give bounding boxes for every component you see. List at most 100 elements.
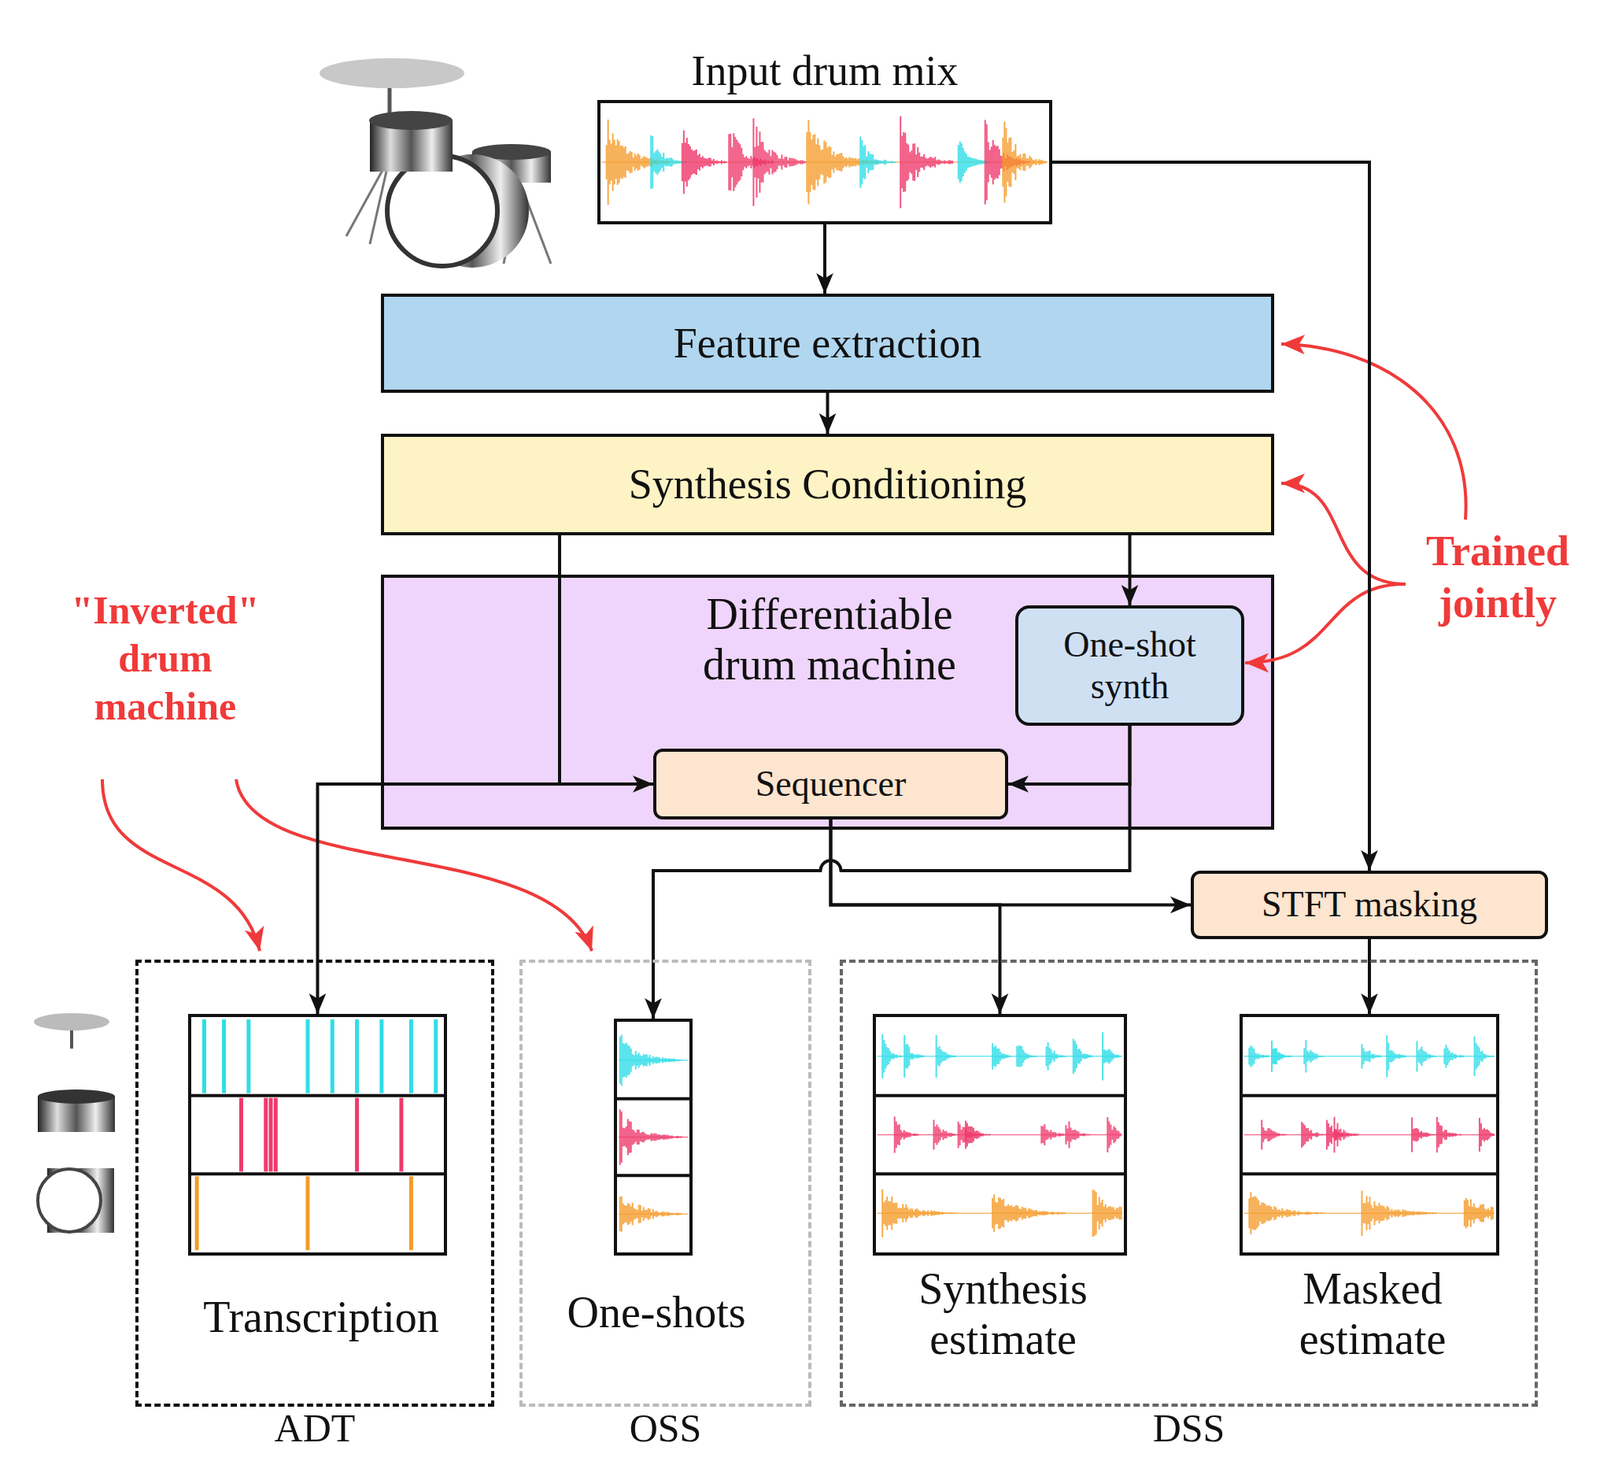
- waveform-stroke: [1108, 1048, 1110, 1064]
- waveform-stroke: [1075, 1130, 1078, 1139]
- waveform-stroke: [1353, 1133, 1356, 1136]
- waveform-stroke: [987, 142, 990, 183]
- waveform-stroke: [652, 1208, 655, 1219]
- waveform-stroke: [612, 133, 614, 191]
- waveform-stroke: [1057, 1212, 1060, 1215]
- waveform-stroke: [1371, 1053, 1374, 1059]
- waveform-stroke: [1420, 1130, 1423, 1139]
- waveform-stroke: [1345, 1132, 1348, 1137]
- waveform-stroke: [1062, 1133, 1065, 1136]
- waveform-stroke: [1053, 1131, 1055, 1138]
- waveform-stroke: [1459, 1054, 1461, 1057]
- waveform-stroke: [848, 156, 850, 167]
- waveform-stroke: [1396, 1053, 1399, 1058]
- waveform-stroke: [991, 1042, 994, 1069]
- waveform-stroke: [1327, 1123, 1330, 1146]
- waveform-stroke: [752, 118, 754, 206]
- connector-arrow: [1128, 535, 1132, 606]
- waveform-stroke: [753, 147, 756, 178]
- waveform-stroke: [907, 144, 910, 181]
- waveform-stroke: [1475, 1042, 1478, 1070]
- waveform-stroke: [884, 159, 887, 165]
- waveform-stroke: [722, 161, 725, 163]
- waveform-stroke: [674, 1058, 677, 1061]
- waveform-stroke: [1349, 1134, 1352, 1135]
- waveform-stroke: [1100, 1202, 1102, 1224]
- waveform-stroke: [647, 1056, 650, 1064]
- waveform-stroke: [1009, 136, 1012, 187]
- waveform-stroke: [1418, 1131, 1421, 1138]
- waveform-stroke: [633, 1208, 636, 1220]
- waveform-stroke: [982, 1133, 984, 1137]
- waveform-stroke: [667, 158, 669, 166]
- waveform-stroke: [901, 1131, 904, 1138]
- waveform-stroke: [1425, 1132, 1427, 1137]
- waveform-stroke: [1485, 1129, 1487, 1140]
- waveform-stroke: [725, 161, 728, 163]
- waveform-stroke: [686, 137, 688, 187]
- waveform-stroke: [1098, 1196, 1101, 1230]
- waveform-stroke: [1374, 1204, 1377, 1221]
- waveform-stroke: [1426, 1053, 1429, 1058]
- waveform-stroke: [906, 1207, 909, 1220]
- waveform-stroke: [657, 1056, 659, 1064]
- node-label: STFT masking: [1261, 883, 1478, 926]
- waveform-stroke: [1108, 1205, 1110, 1220]
- waveform-stroke: [782, 158, 784, 166]
- waveform-stroke: [895, 1202, 898, 1224]
- waveform-stroke: [1430, 1134, 1432, 1136]
- waveform-stroke: [764, 151, 767, 173]
- waveform-stroke: [1308, 1212, 1310, 1215]
- waveform-stroke: [1295, 1212, 1297, 1215]
- waveform-stroke: [919, 1210, 921, 1216]
- node-label: Input drum mix: [600, 46, 1050, 96]
- waveform-stroke: [931, 157, 933, 167]
- waveform-stroke: [1064, 1055, 1067, 1057]
- waveform-stroke: [1040, 1125, 1043, 1143]
- waveform-stroke: [1308, 1130, 1311, 1139]
- waveform-stroke: [835, 154, 838, 171]
- waveform-stroke: [873, 159, 876, 166]
- waveform-stroke: [713, 158, 715, 166]
- waveform-stroke: [974, 1130, 976, 1139]
- waveform-stroke: [916, 1133, 918, 1135]
- waveform-stroke: [946, 160, 949, 163]
- waveform-stroke: [931, 1210, 934, 1215]
- waveform-stroke: [1282, 1053, 1284, 1058]
- waveform-stroke: [1010, 1055, 1013, 1057]
- row-icons: [33, 1012, 115, 1233]
- waveform-stroke: [1455, 1133, 1457, 1137]
- waveform-stroke: [1052, 1052, 1054, 1060]
- waveform-stroke: [433, 1019, 438, 1094]
- waveform-stroke: [1433, 1134, 1435, 1135]
- waveform-stroke: [1441, 1125, 1443, 1144]
- waveform-stroke: [758, 131, 761, 193]
- waveform-stroke: [1056, 1133, 1058, 1135]
- waveform-stroke: [865, 156, 868, 168]
- waveform-stroke: [615, 145, 618, 179]
- waveform-stroke: [673, 160, 676, 164]
- waveform-stroke: [1448, 1049, 1450, 1062]
- waveform-stroke: [1275, 1048, 1278, 1065]
- waveform-stroke: [1428, 1133, 1431, 1136]
- waveform-stroke: [827, 146, 830, 179]
- waveform-stroke: [662, 152, 665, 172]
- waveform-stroke: [1492, 1133, 1495, 1136]
- waveform-stroke: [834, 156, 836, 168]
- waveform-stroke: [950, 1212, 953, 1214]
- waveform-stroke: [943, 160, 946, 165]
- waveform-stroke: [702, 155, 704, 168]
- waveform-stroke: [1088, 1134, 1091, 1135]
- waveform-stroke: [1420, 1211, 1423, 1214]
- waveform-stroke: [1018, 1208, 1020, 1218]
- waveform-stroke: [1415, 1127, 1418, 1142]
- waveform-stroke: [1025, 158, 1028, 167]
- waveform-stroke: [1442, 1130, 1445, 1138]
- waveform-stroke: [1046, 1130, 1049, 1140]
- waveform-stroke: [1320, 1212, 1323, 1214]
- waveform-stroke: [1030, 1209, 1033, 1217]
- waveform-stroke: [950, 1132, 953, 1137]
- waveform-stroke: [1360, 1043, 1363, 1068]
- waveform-stroke: [944, 1212, 946, 1214]
- waveform-stroke: [1489, 1055, 1492, 1057]
